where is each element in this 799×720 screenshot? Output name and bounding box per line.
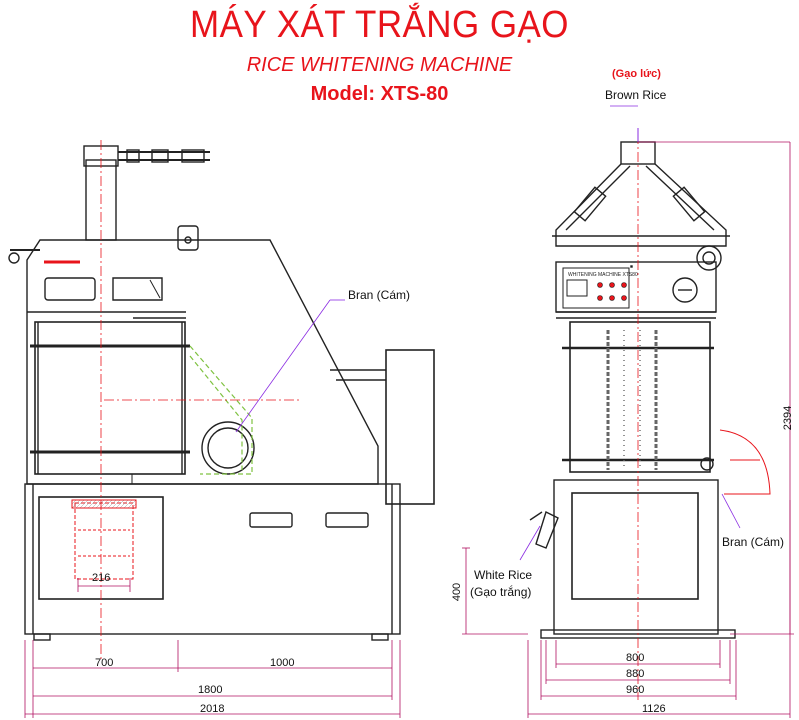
label-bran-right: Bran (Cám) [722,535,785,549]
dim-880: 880 [626,668,645,680]
front-drum [569,321,711,473]
side-view [8,145,435,641]
panel-text: WHITENING MACHINE XTS80 [568,272,638,278]
label-bran-left: Bran (Cám) [348,288,411,302]
front-control-box [555,261,717,313]
dim-960: 960 [626,684,645,696]
title-vietnamese: MÁY XÁT TRẮNG GẠO [190,4,569,46]
front-dimensions [462,142,794,718]
dim-2018: 2018 [200,703,225,715]
dim-1800: 1800 [198,684,223,696]
side-rear-box [385,349,435,505]
model-label: Model: XTS-80 [310,83,449,105]
front-base-frame [553,479,719,635]
label-white-rice: White Rice [474,568,533,582]
side-dimensions [24,578,401,718]
side-drum [34,321,186,475]
dim-216: 216 [92,572,111,584]
dim-1126: 1126 [642,703,666,715]
dim-700: 700 [95,657,114,669]
front-view [529,141,771,639]
dim-1000: 1000 [270,657,295,669]
side-upper-housing [26,239,379,485]
front-panel-buttons [597,282,627,301]
label-gao-trang: (Gạo trắng) [470,585,532,599]
label-brown-rice: Brown Rice [605,88,667,102]
dim-400: 400 [451,582,464,602]
dim-2394: 2394 [782,405,795,431]
side-bran-duct [189,345,253,475]
title-english: RICE WHITENING MACHINE [246,54,513,76]
dim-800: 800 [626,652,645,664]
label-gao-luc: (Gạo lức) [612,68,661,80]
